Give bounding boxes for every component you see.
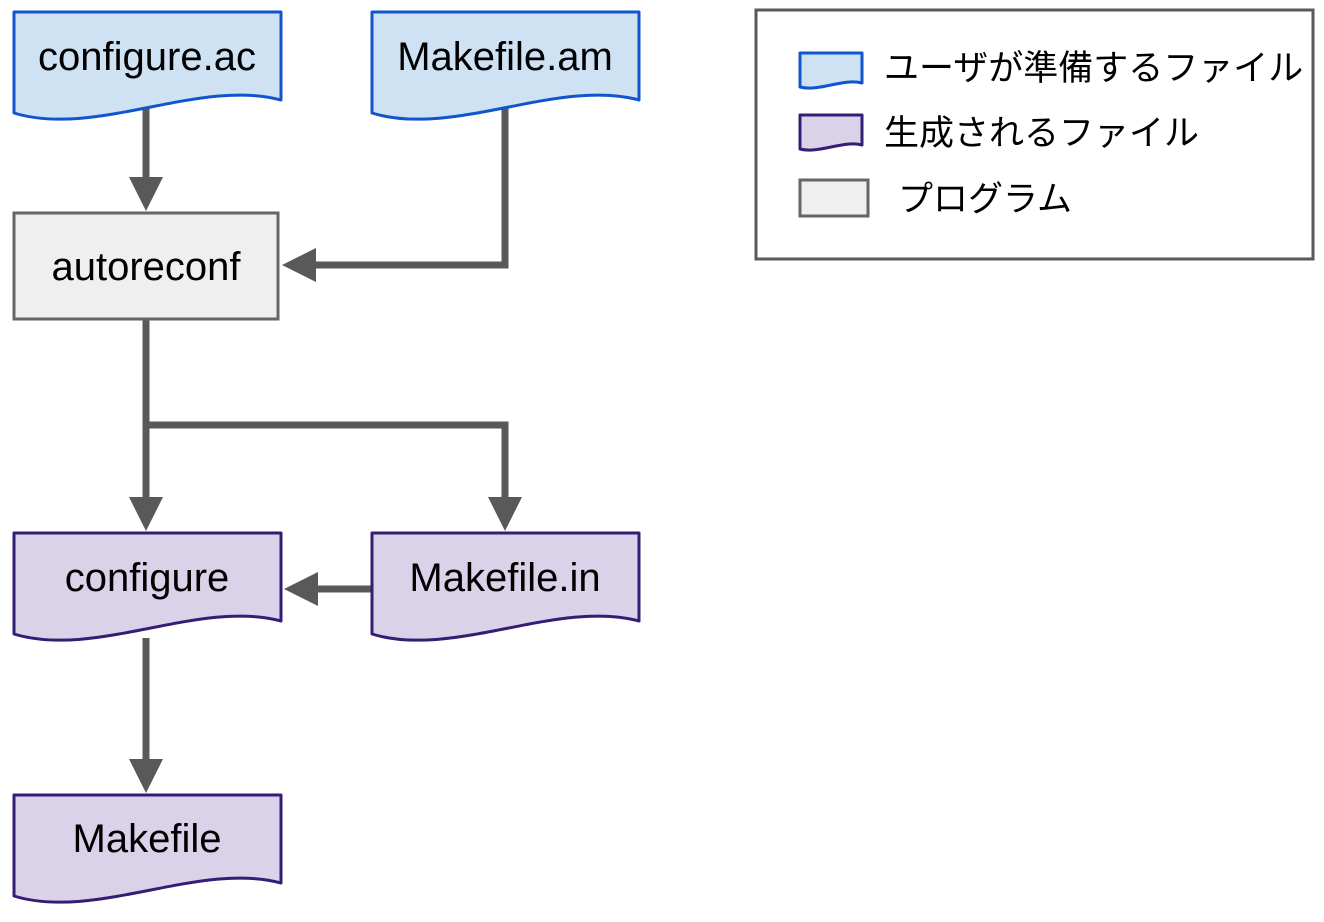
node-autoreconf: autoreconf xyxy=(12,211,280,321)
node-makefile-am: Makefile.am xyxy=(370,10,641,121)
edge-makefile-am-to-autoreconf xyxy=(282,108,509,282)
legend-label-program: プログラム xyxy=(898,180,1072,219)
legend-label-generated-file: 生成されるファイル xyxy=(884,114,1199,153)
legend-label-user-file: ユーザが準備するファイル xyxy=(884,49,1303,88)
legend-item-program: プログラム xyxy=(798,178,1072,219)
generated-file-swatch xyxy=(798,113,864,152)
node-label-makefile-am: Makefile.am xyxy=(397,35,613,79)
edge-autoreconf-to-makefile-in xyxy=(146,421,522,531)
legend: ユーザが準備するファイル 生成されるファイル プログラム xyxy=(754,8,1315,261)
node-label-configure: configure xyxy=(65,556,230,600)
node-configure: configure xyxy=(12,531,283,642)
user-file-swatch xyxy=(798,51,864,90)
document-shape xyxy=(12,793,283,904)
legend-item-user-file: ユーザが準備するファイル xyxy=(798,49,1303,90)
node-makefile-in: Makefile.in xyxy=(370,531,641,642)
document-shape xyxy=(12,531,283,642)
edge-configure-to-makefile xyxy=(129,638,163,793)
node-label-makefile-in: Makefile.in xyxy=(409,556,600,600)
program-shape xyxy=(12,211,280,321)
document-shape xyxy=(370,531,641,642)
edge-autoreconf-to-configure xyxy=(129,319,163,531)
edge-makefile-in-to-configure xyxy=(284,572,372,606)
document-shape xyxy=(12,10,283,121)
node-label-autoreconf: autoreconf xyxy=(51,245,241,289)
legend-item-generated-file: 生成されるファイル xyxy=(798,113,1199,153)
node-label-configure-ac: configure.ac xyxy=(38,35,256,79)
document-shape xyxy=(370,10,641,121)
node-makefile: Makefile xyxy=(12,793,283,904)
node-configure-ac: configure.ac xyxy=(12,10,283,121)
node-label-makefile: Makefile xyxy=(73,817,222,861)
program-swatch xyxy=(798,178,870,218)
edge-configure-ac-to-autoreconf xyxy=(129,105,163,211)
